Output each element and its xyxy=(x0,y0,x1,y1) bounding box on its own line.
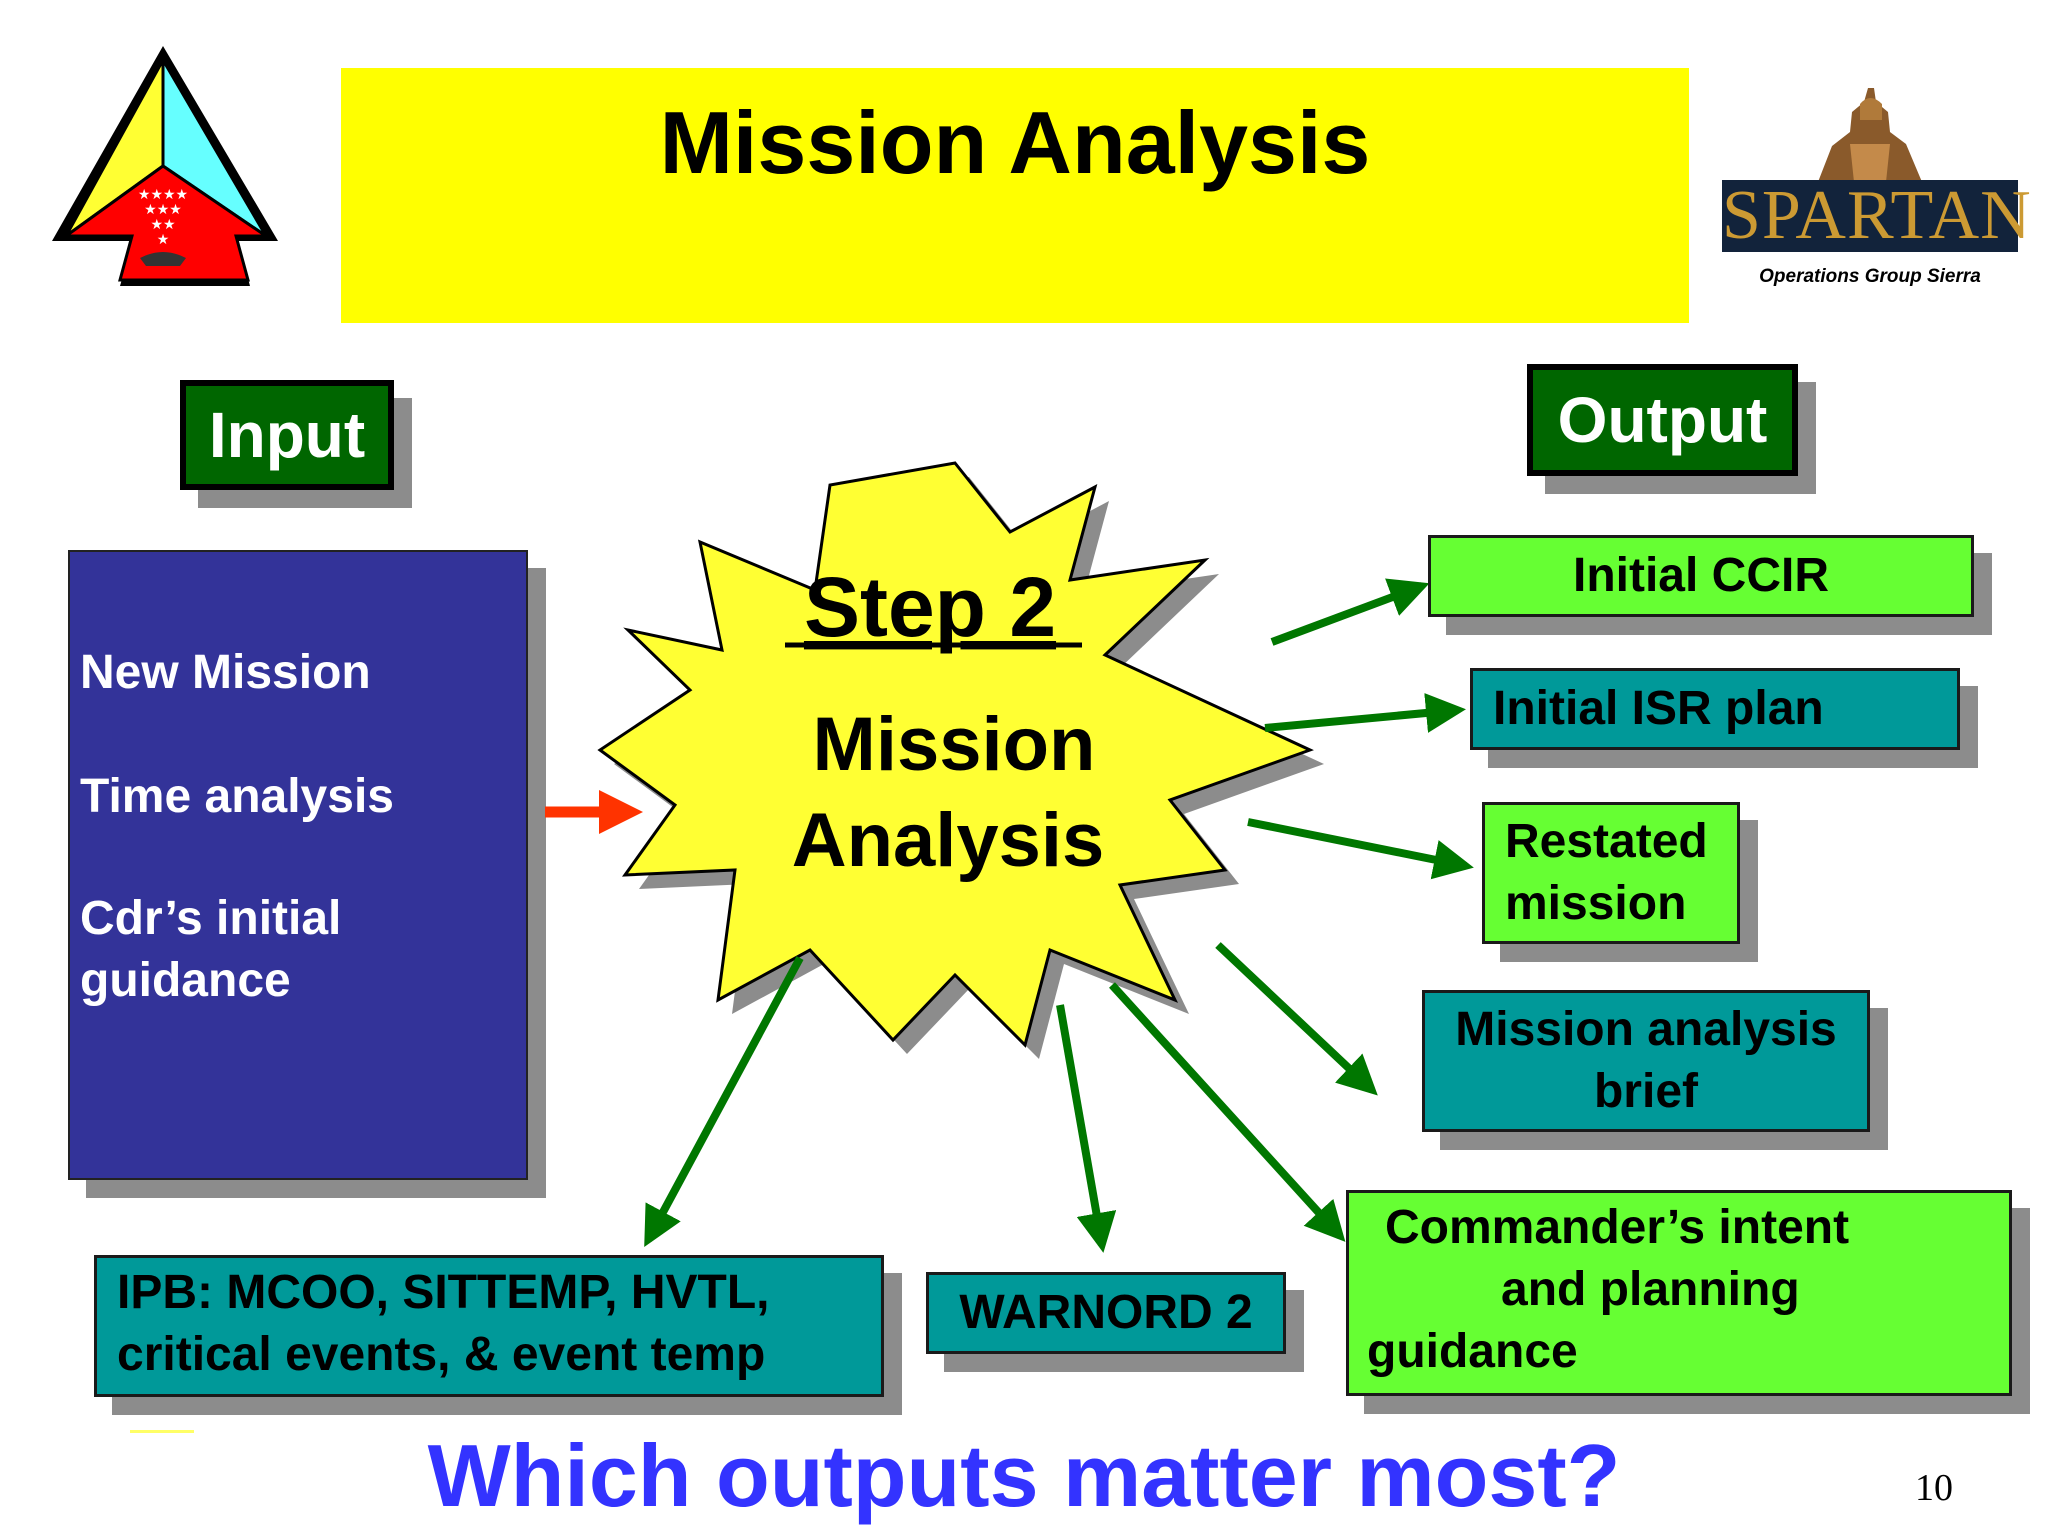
spartan-warrior-icon xyxy=(1818,88,1922,182)
input-tag: Input xyxy=(180,380,394,490)
arrow-to-intent xyxy=(1109,982,1346,1242)
output-restated-line1: Restated xyxy=(1505,815,1708,868)
arrow-to-restated xyxy=(1247,818,1474,880)
title-banner xyxy=(341,68,1689,323)
arrow-to-ipb xyxy=(644,956,804,1248)
decorative-dash xyxy=(130,1430,194,1433)
output-warnord-label: WARNORD 2 xyxy=(959,1286,1253,1339)
spartan-logo-text: SPARTAN xyxy=(1722,177,2032,254)
center-analysis-word: Analysis xyxy=(792,798,1105,883)
slide-title: Mission Analysis xyxy=(659,93,1371,192)
input-panel xyxy=(68,550,528,1180)
input-cdr-guidance-line1: Cdr’s initial xyxy=(80,892,342,945)
center-mission-word: Mission xyxy=(813,702,1096,787)
output-intent-line1: Commander’s intent xyxy=(1385,1201,1850,1254)
input-cdr-guidance-line2: guidance xyxy=(80,954,291,1007)
output-initial-ccir: Initial CCIR xyxy=(1428,535,1974,617)
output-commanders-intent: Commander’s intent and planning guidance xyxy=(1346,1190,2012,1396)
step-label: Step 2 xyxy=(804,560,1056,654)
output-ipb-line2: critical events, & event temp xyxy=(117,1328,766,1381)
output-intent-line3: guidance xyxy=(1367,1325,1578,1378)
output-restated-mission: Restated mission xyxy=(1482,802,1740,944)
svg-text:★★★★: ★★★★ xyxy=(138,187,188,203)
svg-text:★★: ★★ xyxy=(150,217,175,233)
arrow-to-isr xyxy=(1264,693,1466,733)
unit-triangle-logo: ★★★★ ★★★ ★★ ★ xyxy=(52,46,278,286)
output-restated-line2: mission xyxy=(1505,877,1687,930)
arrow-to-ccir xyxy=(1270,578,1430,646)
output-ipb: IPB: MCOO, SITTEMP, HVTL, critical event… xyxy=(94,1255,884,1397)
spartan-caption: Operations Group Sierra xyxy=(1759,266,1981,287)
output-warnord-2: WARNORD 2 xyxy=(926,1272,1286,1354)
input-time-analysis: Time analysis xyxy=(80,770,394,823)
output-ipb-line1: IPB: MCOO, SITTEMP, HVTL, xyxy=(117,1266,770,1319)
bottom-question: Which outputs matter most? xyxy=(427,1426,1621,1525)
page-number: 10 xyxy=(1915,1467,1953,1509)
output-brief-line1: Mission analysis xyxy=(1455,1003,1837,1056)
svg-text:★★★: ★★★ xyxy=(144,202,182,218)
output-tag: Output xyxy=(1527,364,1798,476)
input-new-mission: New Mission xyxy=(80,646,371,699)
svg-text:★: ★ xyxy=(157,232,170,248)
output-initial-ccir-label: Initial CCIR xyxy=(1572,549,1829,602)
arrow-to-warnord xyxy=(1056,1004,1117,1253)
output-initial-isr-plan: Initial ISR plan xyxy=(1470,668,1960,750)
output-initial-isr-plan-label: Initial ISR plan xyxy=(1493,682,1824,735)
output-mission-analysis-brief: Mission analysis brief xyxy=(1422,990,1870,1132)
output-brief-line2: brief xyxy=(1593,1065,1698,1118)
arrow-to-brief xyxy=(1215,942,1378,1096)
step2-starburst xyxy=(597,461,1314,1048)
output-intent-line2: and planning xyxy=(1501,1263,1800,1316)
